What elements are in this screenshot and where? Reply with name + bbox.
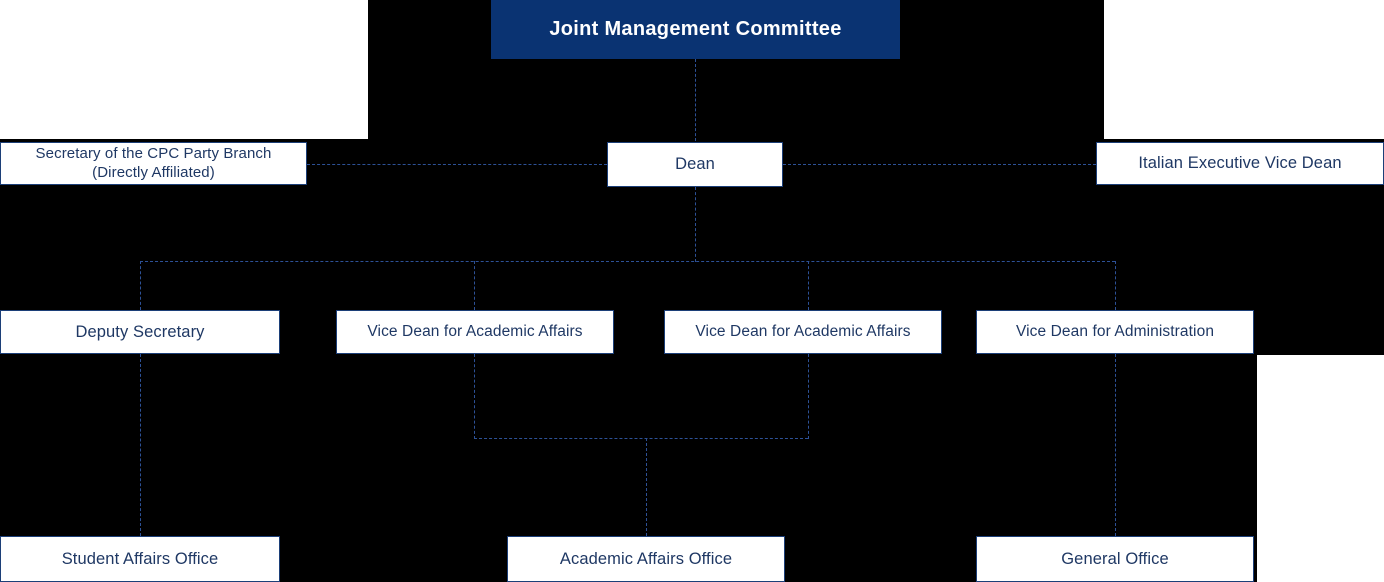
node-secretary-cpc-party-branch[interactable]: Secretary of the CPC Party Branch (Direc… bbox=[0, 142, 307, 185]
node-label: General Office bbox=[1061, 549, 1169, 568]
node-deputy-secretary[interactable]: Deputy Secretary bbox=[0, 310, 280, 354]
connector-dean-down bbox=[695, 187, 696, 262]
node-academic-affairs-office[interactable]: Academic Affairs Office bbox=[507, 536, 785, 582]
node-label: Deputy Secretary bbox=[75, 322, 205, 341]
node-vice-dean-administration[interactable]: Vice Dean for Administration bbox=[976, 310, 1254, 354]
node-label: Academic Affairs Office bbox=[559, 549, 733, 568]
node-label: Vice Dean for Academic Affairs bbox=[367, 322, 583, 340]
node-label: Dean bbox=[675, 155, 715, 174]
node-label: Student Affairs Office bbox=[61, 549, 219, 568]
connector-dean-bus-left bbox=[307, 164, 607, 165]
node-general-office[interactable]: General Office bbox=[976, 536, 1254, 582]
node-label: Joint Management Committee bbox=[549, 18, 842, 41]
node-italian-executive-vice-dean[interactable]: Italian Executive Vice Dean bbox=[1096, 142, 1384, 185]
connector-level2-bus bbox=[140, 261, 1115, 262]
connector-root-to-dean bbox=[695, 59, 696, 141]
node-label: Italian Executive Vice Dean bbox=[1138, 154, 1342, 173]
connector-bus-to-vice-dean-academic-2 bbox=[808, 261, 809, 310]
connector-bus-to-vice-dean-academic-1 bbox=[474, 261, 475, 310]
connector-vice-dean-admin-to-general-office bbox=[1115, 354, 1116, 536]
node-vice-dean-academic-affairs-2[interactable]: Vice Dean for Academic Affairs bbox=[664, 310, 942, 354]
connector-academic-merge-bus bbox=[474, 438, 808, 439]
node-student-affairs-office[interactable]: Student Affairs Office bbox=[0, 536, 280, 582]
connector-bus-to-deputy-secretary bbox=[140, 261, 141, 310]
backdrop-panel-bottom-right bbox=[1257, 355, 1384, 582]
node-dean[interactable]: Dean bbox=[607, 142, 783, 187]
connector-vice-dean-academic-1-down bbox=[474, 354, 475, 439]
backdrop-panel-top-right bbox=[1104, 0, 1384, 139]
node-label: Secretary of the CPC Party Branch (Direc… bbox=[35, 144, 272, 181]
node-label: Vice Dean for Academic Affairs bbox=[695, 322, 911, 340]
connector-dean-bus-right bbox=[783, 164, 1096, 165]
node-label: Vice Dean for Administration bbox=[1015, 322, 1215, 340]
connector-deputy-secretary-to-student-affairs bbox=[140, 354, 141, 536]
connector-merge-to-academic-affairs bbox=[646, 438, 647, 536]
node-vice-dean-academic-affairs-1[interactable]: Vice Dean for Academic Affairs bbox=[336, 310, 614, 354]
node-joint-management-committee[interactable]: Joint Management Committee bbox=[491, 0, 900, 59]
backdrop-panel-top-left bbox=[0, 0, 368, 139]
connector-vice-dean-academic-2-down bbox=[808, 354, 809, 439]
connector-bus-to-vice-dean-admin bbox=[1115, 261, 1116, 310]
